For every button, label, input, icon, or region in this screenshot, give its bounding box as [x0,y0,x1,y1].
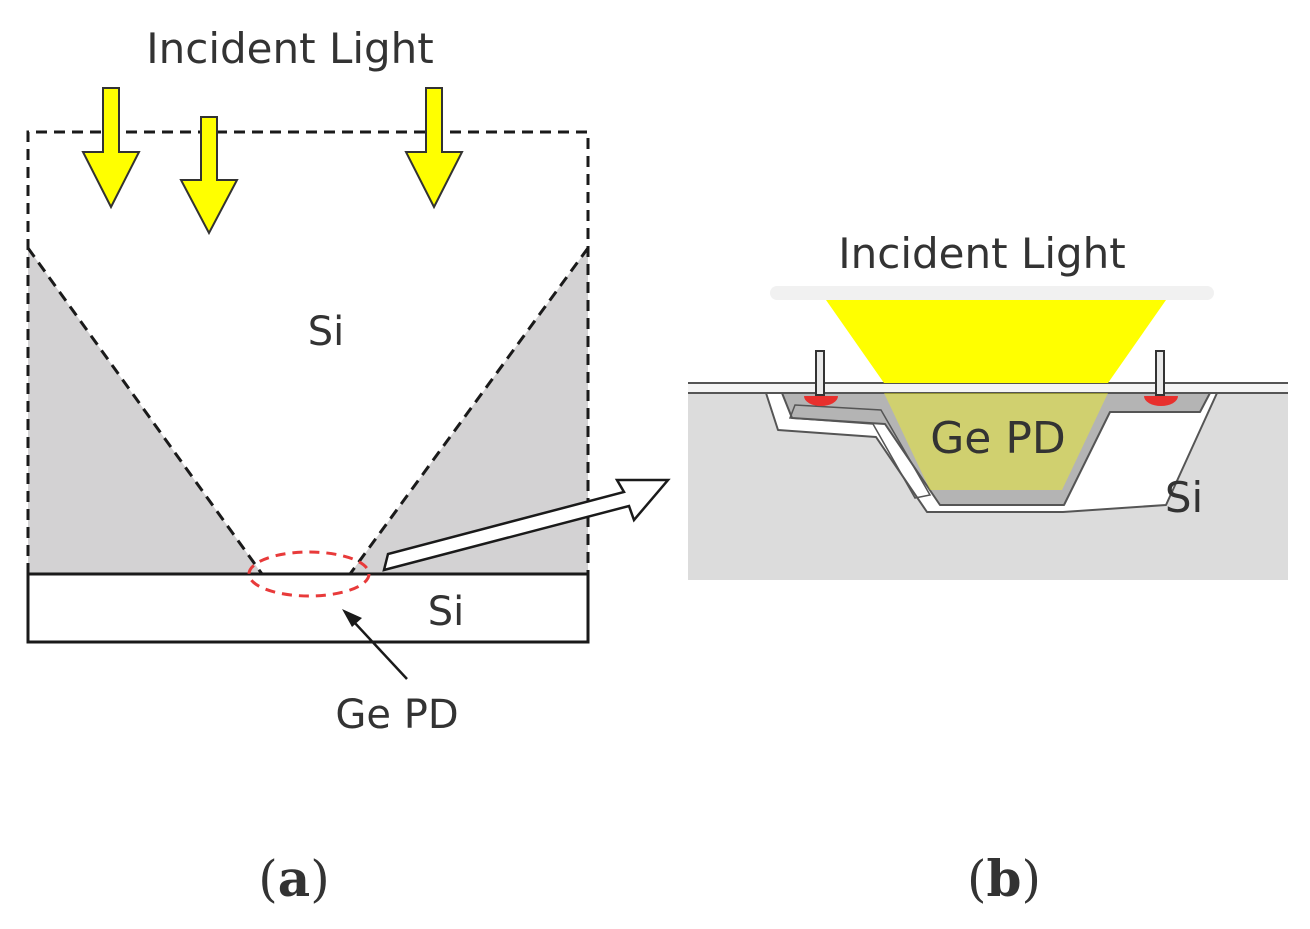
caption-b-close-paren: ) [1021,850,1041,908]
incident-light-beam [826,300,1166,383]
right-light-cone-edge [348,247,590,575]
svg-text:(a): (a) [258,849,329,908]
panel-a-ge-pd-label: Ge PD [335,692,458,738]
ge-pd-pointer-head [342,609,362,627]
caption-a: (a) [258,849,329,908]
incident-light-arrow-3 [404,87,464,210]
panel-a-si-lower-label: Si [428,589,465,635]
panel-b: Incident Light Ge PD Si [688,229,1288,580]
caption-a-open-paren: ( [258,850,278,908]
caption-a-letter: a [278,849,310,908]
right-contact-dot [1144,396,1178,406]
left-electrode [815,350,825,396]
panel-b-incident-light-label: Incident Light [838,229,1126,278]
ge-pd-marker-ellipse [247,550,371,598]
left-liner-inner [788,404,932,499]
si-block-outline [26,130,590,574]
svg-text:(b): (b) [967,849,1041,908]
si-substrate-bar [26,572,590,644]
ge-pd-pointer-line [353,621,408,680]
panel-a-si-upper-label: Si [308,309,345,355]
left-contact-dot [804,396,838,406]
panel-b-ge-pd-label: Ge PD [930,413,1066,464]
incident-light-beam-in-ge [884,393,1108,490]
panel-b-si-label: Si [1165,473,1203,522]
caption-b-letter: b [987,849,1022,908]
surface-layer [688,383,1288,393]
right-electrode [1155,350,1165,396]
zoom-connector-arrow [382,478,671,572]
caption-b-open-paren: ( [967,850,987,908]
panel-a: Incident Light Si Si Ge PD [26,24,590,738]
left-light-cone-edge [26,247,264,575]
caption-a-close-paren: ) [310,850,330,908]
incident-light-arrow-1 [81,87,141,210]
incident-light-arrow-2 [179,116,239,236]
upper-layer-hint [770,286,1214,300]
caption-b: (b) [967,849,1041,908]
panel-a-incident-light-label: Incident Light [146,24,434,73]
